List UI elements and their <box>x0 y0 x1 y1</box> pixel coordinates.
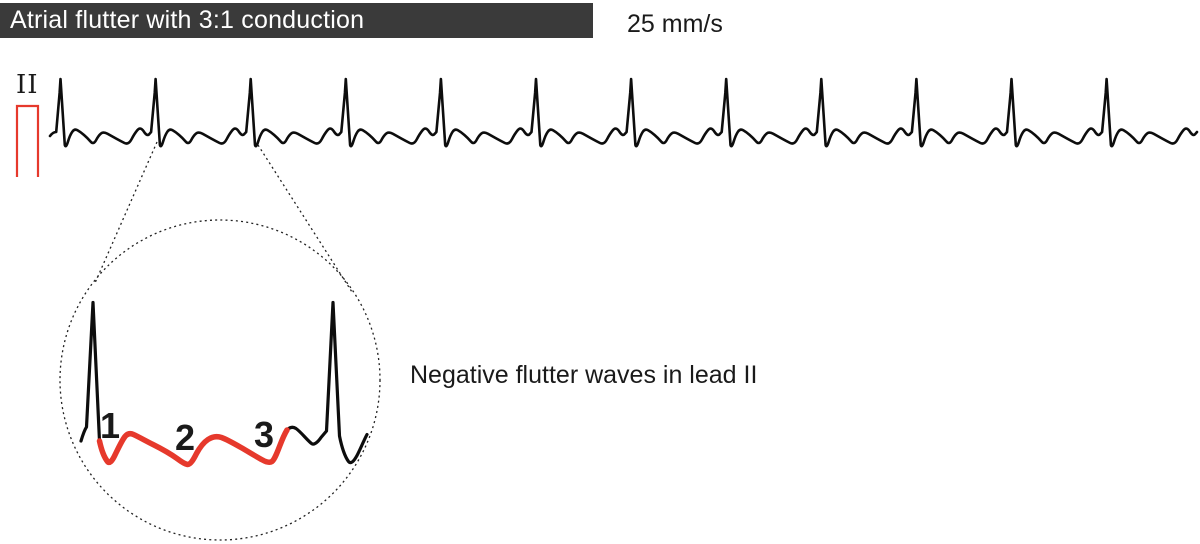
callout-line-right-icon <box>257 144 353 293</box>
magnifier-circle-icon <box>59 219 381 541</box>
magnified-trace <box>79 300 369 465</box>
figure-title: Atrial flutter with 3:1 conduction <box>10 6 365 34</box>
flutter-wave-1-label: 1 <box>100 405 120 446</box>
flutter-annotation: Negative flutter waves in lead II <box>410 361 758 389</box>
paper-speed-label: 25 mm/s <box>627 10 723 38</box>
flutter-wave-highlight <box>96 427 290 468</box>
calibration-pulse-icon <box>15 104 40 177</box>
lead-label: II <box>16 70 39 100</box>
title-bar: Atrial flutter with 3:1 conduction <box>0 3 593 38</box>
ecg-trace <box>48 77 1199 148</box>
callout-line-left-icon <box>94 141 158 284</box>
flutter-wave-2-label: 2 <box>175 417 195 458</box>
flutter-wave-3-label: 3 <box>254 414 274 455</box>
